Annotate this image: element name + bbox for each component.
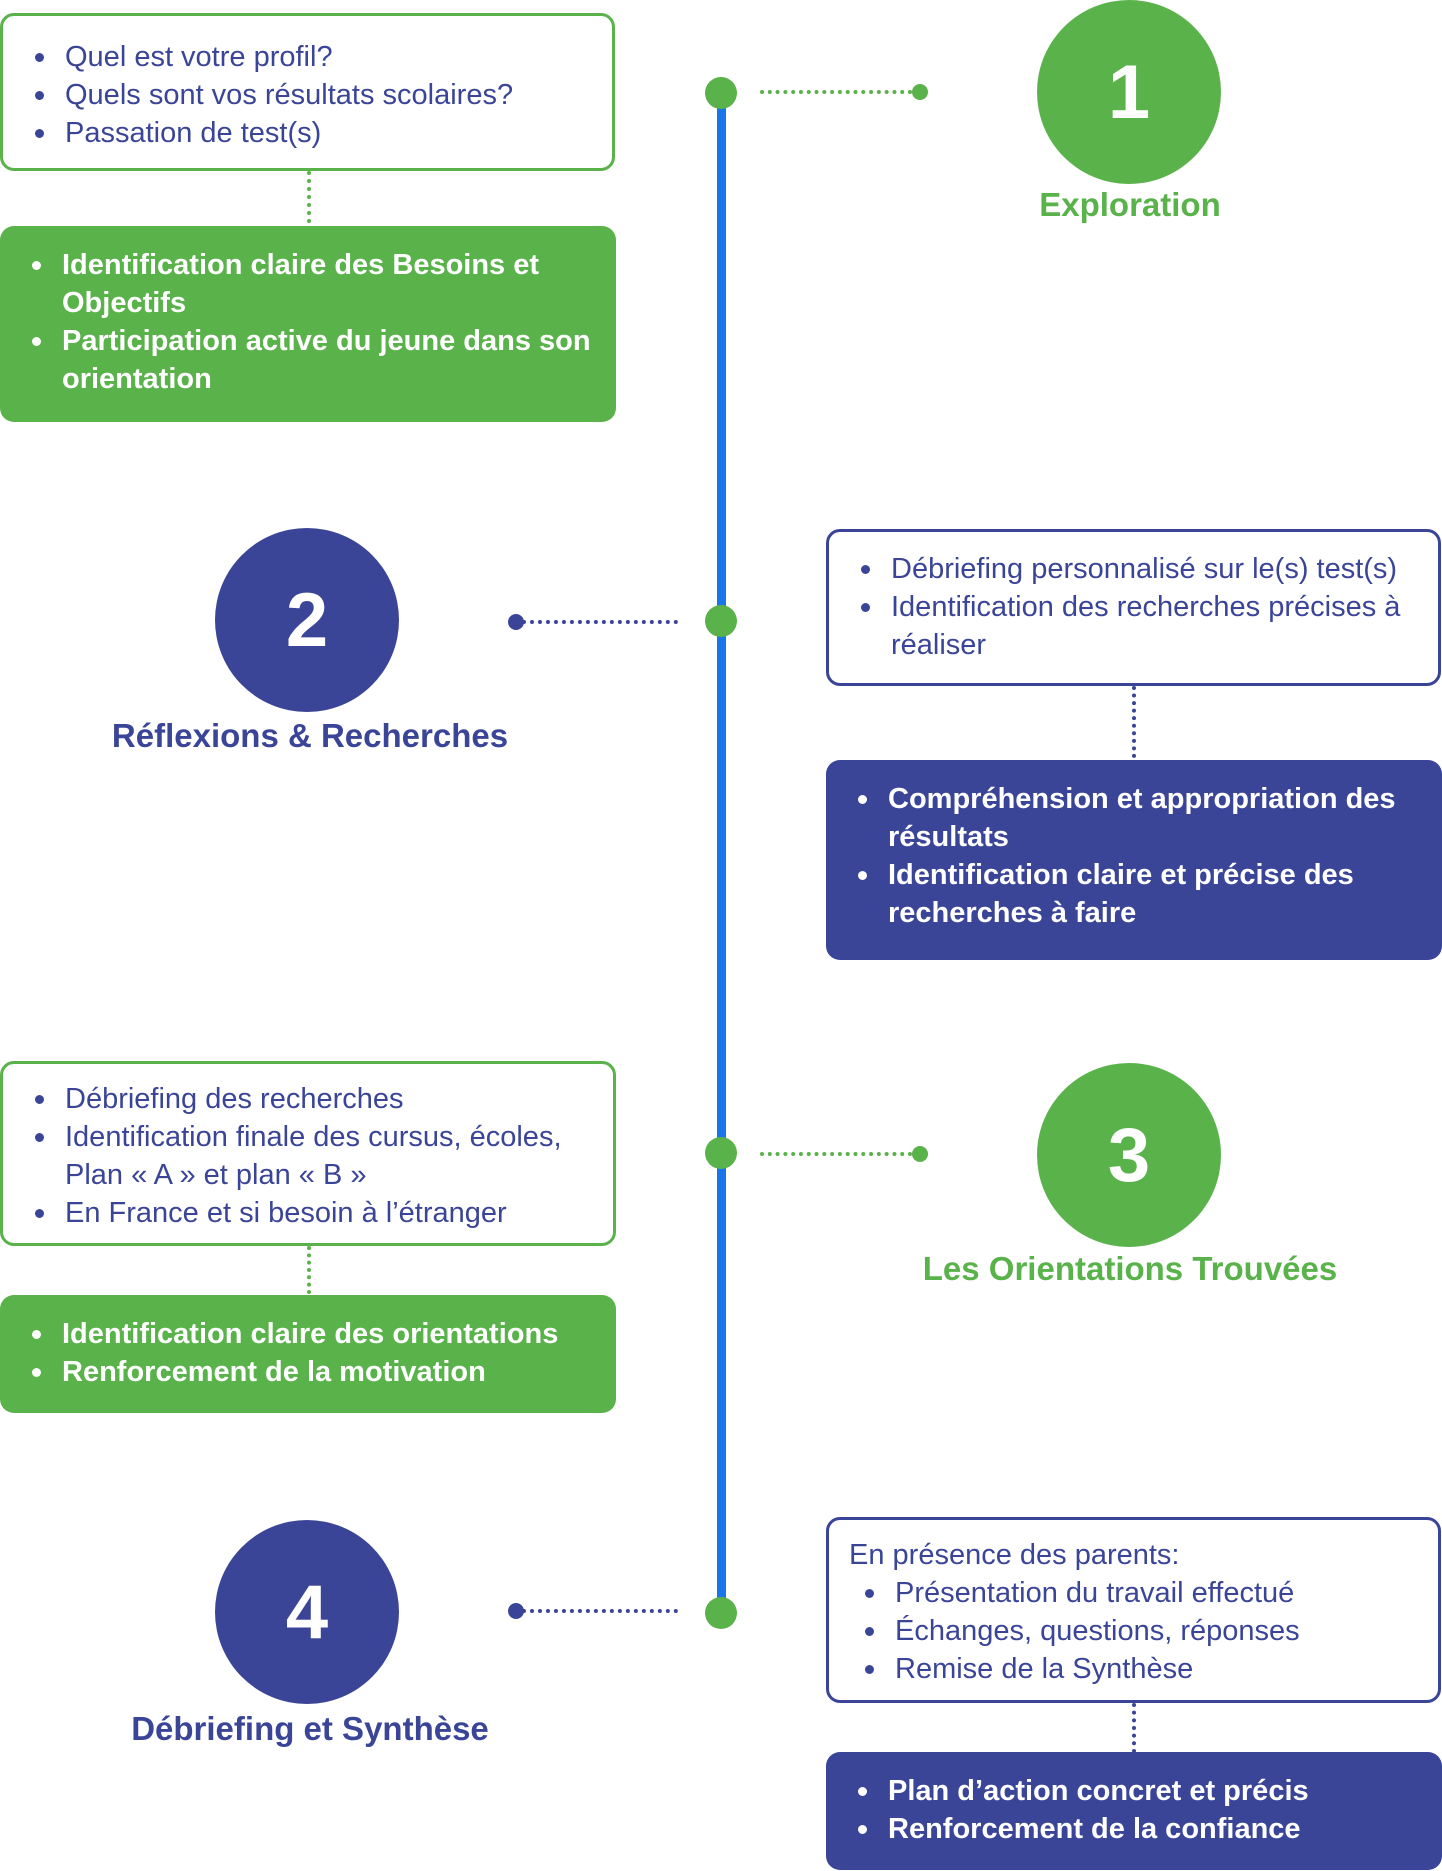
list-item: Identification claire et précise des rec… (852, 856, 1422, 932)
list-item: Renforcement de la confiance (852, 1810, 1422, 1848)
timeline-node-3 (705, 1137, 737, 1169)
list-item: Renforcement de la motivation (26, 1353, 596, 1391)
step-1-outcomes-box: Identification claire des Besoins et Obj… (0, 226, 616, 422)
step-1-questions-box: Quel est votre profil? Quels sont vos ré… (0, 13, 615, 171)
connector-3 (760, 1152, 920, 1156)
step-3-circle: 3 (1037, 1063, 1221, 1247)
connector-3-end (912, 1146, 928, 1162)
connector-1-end (912, 84, 928, 100)
step-1-number: 1 (1107, 49, 1151, 135)
step-2-box-connector (1132, 686, 1136, 758)
timeline-node-1 (705, 77, 737, 109)
step-1-circle: 1 (1037, 0, 1221, 184)
step-3-title: Les Orientations Trouvées (922, 1250, 1338, 1287)
connector-2-end (508, 614, 524, 630)
connector-4 (522, 1609, 678, 1613)
step-1-title: Exploration (1039, 186, 1221, 223)
connector-1 (760, 90, 920, 94)
list-item: Remise de la Synthèse (849, 1650, 1418, 1688)
list-item: Identification des recherches précises à… (855, 588, 1418, 664)
timeline-node-2 (705, 605, 737, 637)
step-4-box-connector (1132, 1703, 1136, 1753)
list-item: Présentation du travail effectué (849, 1574, 1418, 1612)
step-4-intro: En présence des parents: (849, 1539, 1180, 1571)
step-2-outcomes-box: Compréhension et appropriation des résul… (826, 760, 1442, 960)
list-item: Plan d’action concret et précis (852, 1772, 1422, 1810)
step-3-questions-box: Débriefing des recherches Identification… (0, 1061, 616, 1246)
step-2-title: Réflexions & Recherches (111, 717, 509, 754)
list-item: Participation active du jeune dans son o… (26, 322, 596, 398)
step-3-outcomes-box: Identification claire des orientations R… (0, 1295, 616, 1413)
list-item: Passation de test(s) (29, 114, 592, 152)
list-item: Identification claire des Besoins et Obj… (26, 246, 596, 322)
list-item: Quels sont vos résultats scolaires? (29, 76, 592, 114)
list-item: En France et si besoin à l’étranger (29, 1194, 593, 1232)
connector-4-end (508, 1603, 524, 1619)
timeline-line (717, 90, 726, 1610)
step-2-number: 2 (285, 577, 329, 663)
list-item: Quel est votre profil? (29, 38, 592, 76)
step-3-box-connector (307, 1246, 311, 1294)
step-4-questions-box: En présence des parents: Présentation du… (826, 1517, 1441, 1703)
list-item: Identification claire des orientations (26, 1315, 596, 1353)
step-1-box-connector (307, 171, 311, 223)
list-item: Échanges, questions, réponses (849, 1612, 1418, 1650)
step-3-number: 3 (1107, 1112, 1151, 1198)
list-item: Identification finale des cursus, écoles… (29, 1118, 593, 1194)
connector-2 (522, 620, 678, 624)
list-item: Compréhension et appropriation des résul… (852, 780, 1422, 856)
step-2-questions-box: Débriefing personnalisé sur le(s) test(s… (826, 529, 1441, 686)
step-4-title: Débriefing et Synthèse (131, 1710, 489, 1747)
step-4-circle: 4 (215, 1520, 399, 1704)
step-2-circle: 2 (215, 528, 399, 712)
step-4-outcomes-box: Plan d’action concret et précis Renforce… (826, 1752, 1442, 1870)
list-item: Débriefing des recherches (29, 1080, 593, 1118)
list-item: Débriefing personnalisé sur le(s) test(s… (855, 550, 1418, 588)
timeline-node-4 (705, 1597, 737, 1629)
step-4-number: 4 (285, 1569, 329, 1655)
